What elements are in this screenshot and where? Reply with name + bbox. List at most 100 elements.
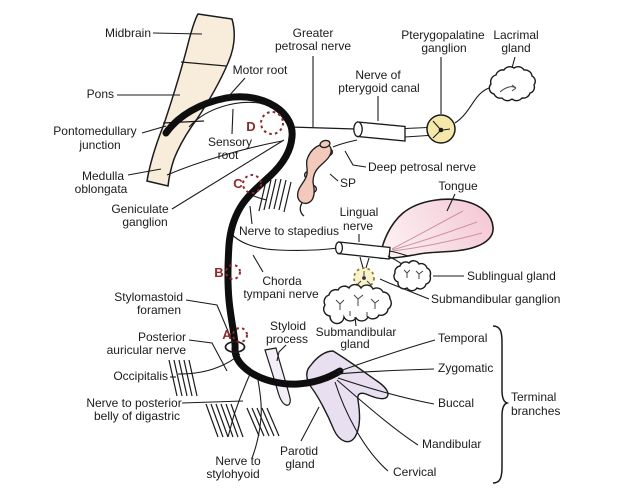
- pontomedullary-leader: [141, 125, 167, 134]
- label-chorda-2: tympani nerve: [243, 287, 319, 301]
- label-stylohyoid-2: stylohyoid: [206, 467, 259, 481]
- chorda-leader: [252, 254, 264, 273]
- canal-to-ganglion-line-lower: [404, 134, 429, 138]
- label-cervical: Cervical: [393, 465, 436, 479]
- temporal-branch-line: [336, 339, 436, 373]
- pterygopalatine-ganglion-shape: [426, 114, 456, 144]
- label-stylomastoid-2: foramen: [137, 303, 181, 317]
- label-greater-petrosal-2: petrosal nerve: [275, 39, 351, 53]
- tongue-fibers: [391, 210, 483, 252]
- label-motor-root: Motor root: [233, 63, 288, 77]
- label-midbrain: Midbrain: [105, 26, 151, 40]
- midbrain-pons-division: [180, 61, 227, 67]
- posterior-auricular-nerve-line: [177, 353, 241, 375]
- label-tongue: Tongue: [438, 179, 478, 193]
- label-posterior-auricular-2: auricular nerve: [107, 343, 187, 357]
- stapedius-leader: [249, 205, 253, 225]
- pons-medulla-division: [162, 120, 205, 124]
- parotid-leader: [300, 406, 320, 442]
- label-pterygoid-canal-1: Nerve of: [355, 68, 401, 82]
- midbrain-leader: [152, 32, 203, 35]
- label-pontomedullary-2: junction: [78, 138, 120, 152]
- lacrimal-leader: [511, 56, 516, 69]
- label-styloid-2: process: [266, 332, 308, 346]
- digastric-muscle-icon: [205, 403, 244, 438]
- submandibular-ganglion-leader: [379, 278, 430, 300]
- posterior-auricular-leader: [188, 339, 228, 372]
- marker-a-circle: [232, 327, 248, 343]
- terminal-branches-brace: [492, 325, 510, 484]
- label-terminal-2: branches: [511, 404, 560, 418]
- occipitalis-muscle-icon: [168, 359, 198, 397]
- digastric-leader: [181, 400, 244, 404]
- lingual-nerve-cylinder: [334, 241, 391, 260]
- labels: Midbrain Pons Pontomedullary junction Me…: [53, 26, 560, 481]
- label-submandibular-gland-2: gland: [340, 337, 369, 351]
- label-nerve-to-stapedius: Nerve to stapedius: [239, 224, 339, 238]
- tongue-leader: [446, 193, 456, 212]
- label-styloid-1: Styloid: [270, 319, 306, 333]
- stapedius-muscle-icon: [258, 178, 292, 213]
- motor-root-leader: [227, 77, 246, 98]
- label-terminal-1: Terminal: [511, 390, 556, 404]
- medulla-leader: [127, 168, 162, 176]
- chorda-tympani-line: [229, 231, 339, 251]
- label-digastric-1: Nerve to posterior: [86, 396, 181, 410]
- label-lingual-1: Lingual: [340, 205, 379, 219]
- label-buccal: Buccal: [438, 396, 474, 410]
- label-pterygopalatine-2: ganglion: [421, 41, 466, 55]
- buccal-branch-line: [337, 377, 435, 405]
- label-sublingual: Sublingual gland: [467, 269, 556, 283]
- label-greater-petrosal-1: Greater: [293, 26, 334, 40]
- label-medulla-1: Medulla: [82, 169, 124, 183]
- styloid-leader: [276, 344, 287, 362]
- lingual-to-tongue-line: [388, 250, 409, 257]
- lingual-to-ganglion-line-2: [365, 257, 370, 269]
- marker-d: D: [246, 119, 255, 134]
- lacrimal-gland-shape: [488, 66, 536, 102]
- terminal-branch-lines: [334, 339, 436, 472]
- cervical-branch-line: [334, 381, 389, 472]
- marker-a: A: [222, 327, 232, 342]
- label-medulla-2: oblongata: [75, 182, 128, 196]
- submandibular-gland-leader: [354, 316, 357, 327]
- label-submandibular-gland-1: Submandibular: [316, 325, 397, 339]
- label-zygomatic: Zygomatic: [438, 361, 493, 375]
- submandibular-gland-shape: [323, 283, 392, 325]
- label-sp: SP: [340, 176, 356, 190]
- stylomastoid-leader: [185, 299, 234, 344]
- sp-leader: [329, 173, 339, 182]
- stylomastoid-foramen-ring: [224, 340, 246, 354]
- label-lingual-2: nerve: [343, 219, 373, 233]
- label-deep-petrosal: Deep petrosal nerve: [368, 160, 476, 174]
- mandibular-branch-line: [336, 379, 419, 446]
- marker-c: C: [233, 176, 243, 191]
- label-sensory-1: Sensory: [208, 135, 252, 149]
- label-pontomedullary-1: Pontomedullary: [53, 124, 136, 138]
- label-pterygopalatine-1: Pterygopalatine: [401, 28, 485, 42]
- submandibular-ganglion-shape: [353, 267, 375, 289]
- label-lacrimal-2: gland: [501, 41, 530, 55]
- pterygoid-canal-cylinder: [353, 121, 406, 142]
- label-mandibular: Mandibular: [422, 437, 481, 451]
- label-submandibular-ganglion: Submandibular ganglion: [431, 292, 560, 306]
- marker-d-circle: [260, 111, 284, 135]
- digastric-branch-line: [227, 371, 252, 438]
- label-stylomastoid-1: Stylomastoid: [114, 290, 183, 304]
- facial-nerve-trunk: [162, 93, 344, 388]
- canal-to-ganglion-line-upper: [404, 126, 429, 130]
- label-geniculate-2: ganglion: [122, 215, 167, 229]
- deep-petrosal-leader: [344, 150, 367, 168]
- nervus-intermedius-line: [166, 140, 283, 176]
- label-parotid-1: Parotid: [280, 444, 318, 458]
- label-posterior-auricular-1: Posterior: [138, 330, 186, 344]
- label-temporal: Temporal: [438, 331, 487, 345]
- geniculate-leader: [171, 139, 285, 210]
- stylohyoid-muscle-icon: [246, 407, 280, 437]
- sensory-root-leader: [231, 108, 234, 135]
- label-lacrimal-1: Lacrimal: [493, 28, 538, 42]
- parotid-gland-shape: [306, 350, 389, 443]
- marker-circles: [225, 111, 284, 343]
- label-sensory-2: root: [218, 148, 239, 162]
